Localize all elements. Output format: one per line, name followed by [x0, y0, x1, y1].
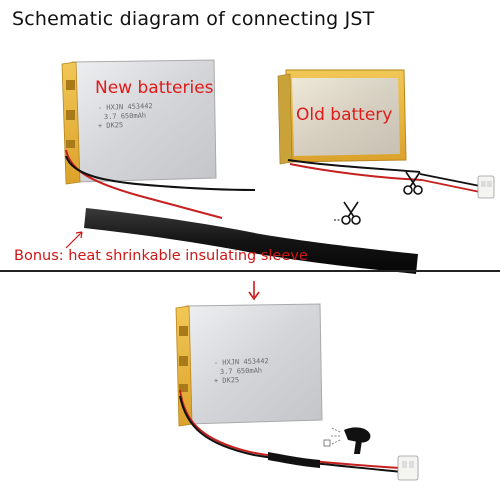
old-battery — [277, 69, 495, 199]
page-title: Schematic diagram of connecting JST — [12, 8, 375, 30]
jst-connector — [477, 175, 495, 199]
battery-print-line3: + DK25 — [214, 376, 240, 385]
bonus-label: Bonus: heat shrinkable insulating sleeve — [14, 248, 308, 264]
battery-print-line2: 3.7 650mAh — [220, 367, 262, 376]
new-batteries-label: New batteries — [95, 78, 214, 98]
arrow-down-icon — [248, 281, 260, 301]
assembled-battery: - HXJN 453442 3.7 650mAh + DK25 — [175, 303, 419, 481]
scissors-icon — [403, 171, 423, 195]
battery-print-line3: + DK25 — [98, 121, 124, 130]
new-battery: - HXJN 453442 3.7 650mAh + DK25 — [61, 59, 256, 219]
scissors-icon — [334, 201, 361, 225]
heat-shrink-sleeve — [84, 208, 418, 274]
section-divider — [0, 270, 500, 272]
jst-connector — [397, 455, 419, 481]
battery-print-line1: - HXJN 453442 — [98, 102, 153, 112]
black-wire — [65, 155, 256, 191]
old-battery-label: Old battery — [296, 105, 393, 125]
battery-print-line2: 3.7 650mAh — [104, 112, 146, 121]
pointer-arrow — [65, 231, 83, 249]
battery-print-line1: - HXJN 453442 — [214, 357, 269, 367]
hair-dryer-icon — [323, 427, 371, 454]
